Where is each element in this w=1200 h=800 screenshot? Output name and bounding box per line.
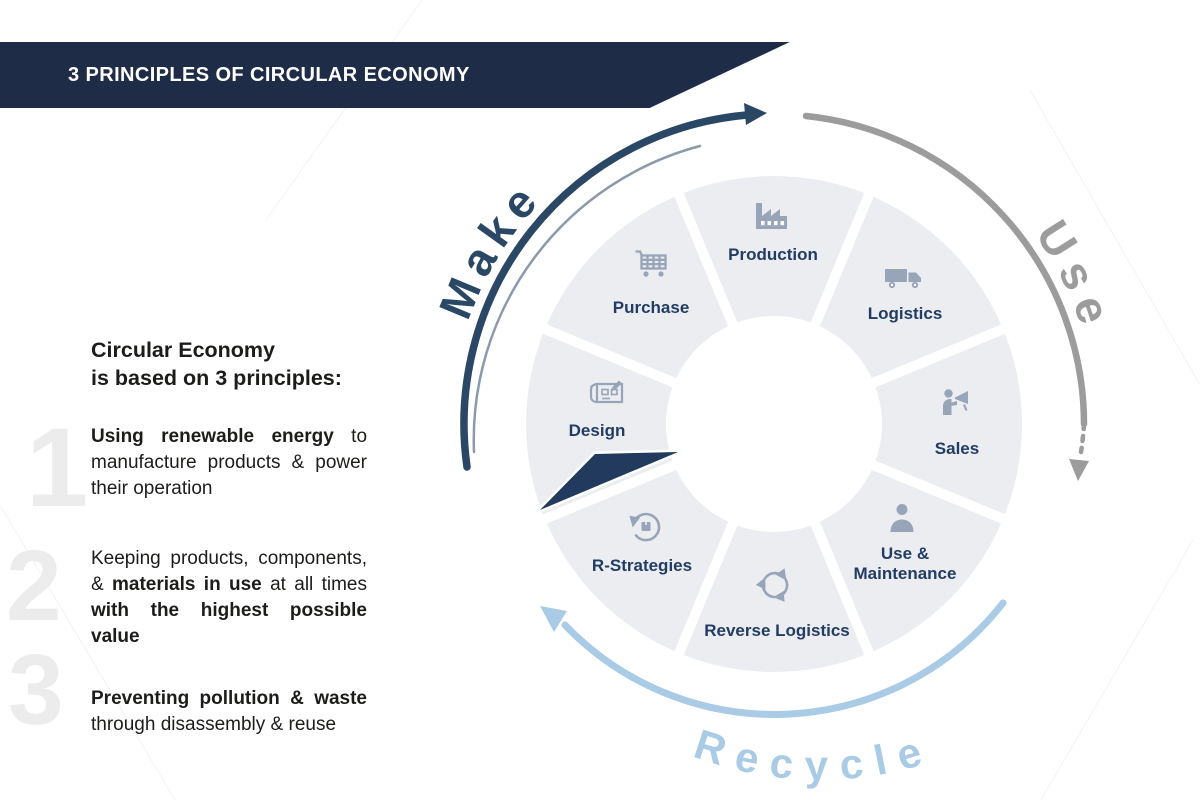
use-cycle-label: Use [1026, 211, 1124, 339]
megaphone-person-icon [935, 383, 983, 423]
use-arrowhead-icon [1069, 459, 1089, 481]
recycle-arc [540, 599, 1007, 718]
principle-2-mid: at all times [261, 574, 367, 595]
segment-label-use-maintenance: Use & Maintenance [853, 544, 957, 583]
cycle-arrows-icon [751, 563, 799, 603]
principle-number-1: 1 [26, 405, 89, 530]
segment-label-production: Production [728, 245, 818, 264]
principle-3-bold: Preventing pollution & waste [91, 688, 367, 709]
intro-line-2: is based on 3 principles: [91, 366, 342, 390]
principle-number-3: 3 [8, 634, 64, 746]
shopping-cart-icon [628, 243, 676, 283]
principle-1-rest: to manufacture products & power their op… [91, 426, 368, 499]
principle-3-rest: through disassembly & reuse [91, 714, 337, 735]
recycle-cycle-label: Recycle [689, 720, 939, 789]
delivery-truck-icon [880, 258, 928, 298]
segment-label-purchase: Purchase [612, 298, 690, 317]
blueprint-pencil-icon [584, 372, 632, 412]
recycle-arrowhead-icon [540, 606, 567, 632]
segment-label-reverse-logistics: Reverse Logistics [704, 621, 850, 640]
user-icon [879, 498, 927, 538]
wheel-donut [526, 176, 1022, 672]
header-banner: 3 PRINCIPLES OF CIRCULAR ECONOMY [0, 42, 790, 108]
intro-heading: Circular Economy is based on 3 principle… [91, 336, 342, 392]
principle-number-2: 2 [6, 530, 62, 642]
principle-3-text: Preventing pollution & waste through dis… [91, 686, 367, 738]
factory-icon [747, 195, 795, 235]
principle-2-lead: Keeping products, components, & [91, 548, 367, 595]
principle-2-text: Keeping products, components, & material… [91, 546, 367, 650]
segment-label-design: Design [568, 421, 626, 440]
package-return-icon [622, 506, 670, 546]
cycle-start-wedge [538, 449, 679, 513]
use-arc [802, 112, 1089, 481]
segment-label-r-strategies: R-Strategies [591, 556, 693, 575]
intro-line-1: Circular Economy [91, 338, 275, 362]
principle-1-text: Using renewable energy to manufacture pr… [91, 424, 367, 502]
page-title: 3 PRINCIPLES OF CIRCULAR ECONOMY [68, 64, 470, 86]
principle-2-bold-a: materials in use [112, 574, 262, 595]
principle-2-bold-b: with the highest possible value [91, 600, 367, 647]
make-arc [460, 103, 767, 471]
make-arrowhead-icon [744, 103, 767, 125]
segment-label-sales: Sales [934, 439, 980, 458]
principle-1-bold: Using renewable energy [91, 426, 334, 447]
segment-label-logistics: Logistics [867, 304, 943, 323]
